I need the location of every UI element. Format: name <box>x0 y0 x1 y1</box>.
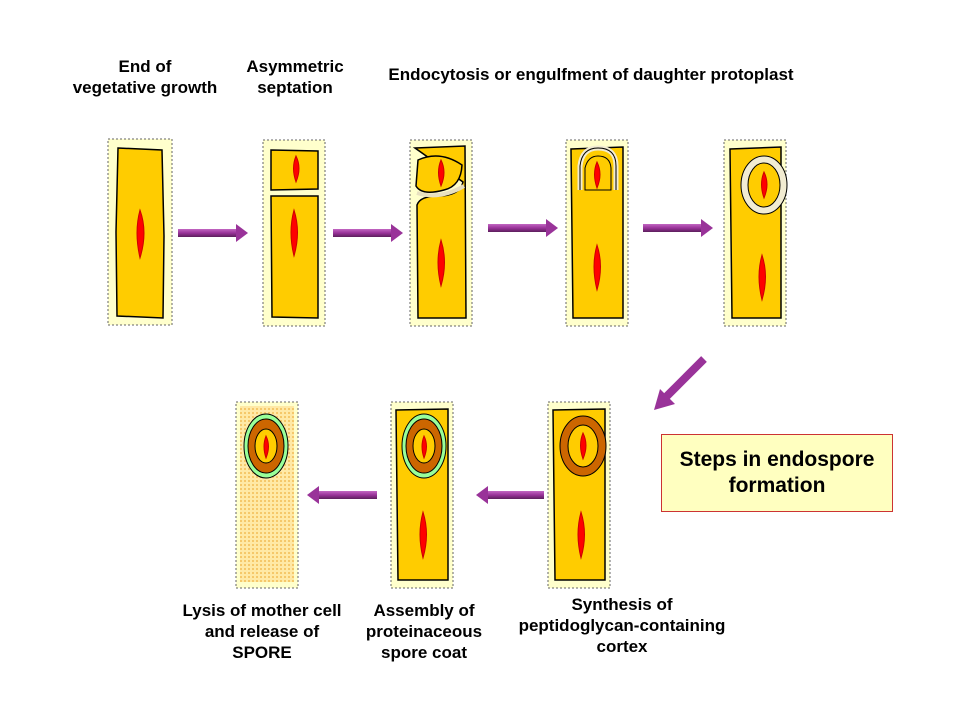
nucleoid-icon <box>577 510 585 560</box>
cell-engulfment-start <box>409 139 473 327</box>
nucleoid-icon <box>136 208 145 260</box>
cell-asymmetric-septation <box>262 139 326 327</box>
cell-spore-coat <box>390 401 454 589</box>
label-asymmetric-septation: Asymmetric septation <box>246 56 343 98</box>
nucleoid-icon <box>263 434 269 460</box>
nucleoid-icon <box>419 510 427 560</box>
nucleoid-icon <box>594 160 601 190</box>
label-line: SPORE <box>232 643 292 662</box>
nucleoid-icon <box>580 431 587 461</box>
label-end-of-vegetative-growth: End of vegetative growth <box>73 56 218 98</box>
label-line: Endocytosis or engulfment of daughter pr… <box>388 65 794 84</box>
cell-vegetative <box>107 138 173 326</box>
nucleoid-icon <box>421 434 427 460</box>
arrow-3 <box>488 219 558 237</box>
label-cortex-synthesis: Synthesis of peptidoglycan-containing co… <box>519 594 726 657</box>
label-line: Lysis of mother cell <box>182 601 342 620</box>
label-line: Synthesis of <box>571 595 673 614</box>
cell-forespore <box>723 139 788 327</box>
arrow-diagonal <box>654 356 707 410</box>
label-line: and release of <box>204 622 320 641</box>
nucleoid-icon <box>593 243 601 292</box>
title-line: Steps in endospore <box>679 448 875 471</box>
nucleoid-icon <box>438 158 445 188</box>
label-line: peptidoglycan-containing <box>518 616 726 635</box>
title-line: formation <box>728 474 826 497</box>
label-spore-coat-assembly: Assembly of proteinaceous spore coat <box>366 600 482 663</box>
diagram-title: Steps in endospore formation <box>661 434 893 512</box>
label-line: Assembly of <box>373 601 475 620</box>
cell-engulfment-progress <box>565 139 629 327</box>
label-endocytosis: Endocytosis or engulfment of daughter pr… <box>388 64 793 85</box>
nucleoid-icon <box>293 154 300 184</box>
nucleoid-icon <box>290 208 298 258</box>
label-line: spore coat <box>381 643 467 662</box>
cell-cortex-synthesis <box>547 401 611 589</box>
arrow-6 <box>307 486 377 504</box>
label-line: vegetative growth <box>72 78 218 97</box>
label-line: End of <box>118 57 172 76</box>
nucleoid-icon <box>761 170 768 200</box>
nucleoid-icon <box>437 238 445 288</box>
cell-lysis-spore-release <box>235 401 299 589</box>
label-line: septation <box>257 78 333 97</box>
arrow-1 <box>178 224 248 242</box>
label-line: Asymmetric <box>246 57 344 76</box>
label-line: cortex <box>596 637 648 656</box>
arrow-5 <box>476 486 544 504</box>
arrow-2 <box>333 224 403 242</box>
label-line: proteinaceous <box>365 622 483 641</box>
label-lysis-spore-release: Lysis of mother cell and release of SPOR… <box>182 600 341 663</box>
arrow-4 <box>643 219 713 237</box>
nucleoid-icon <box>758 253 766 302</box>
